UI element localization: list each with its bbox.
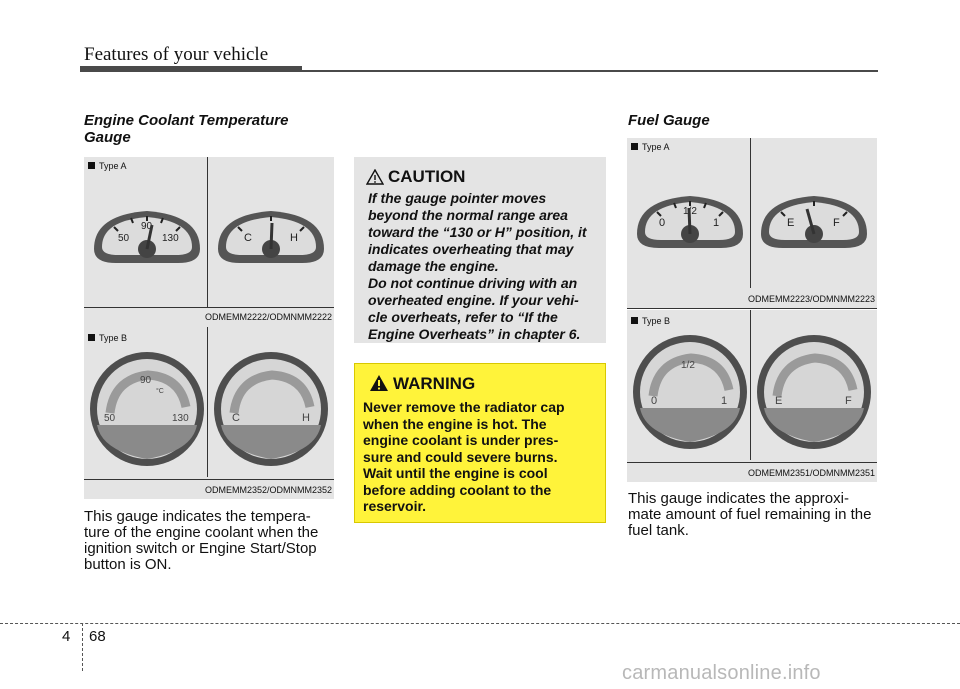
coolant-gauge-a1: 50 90 130	[94, 211, 200, 263]
coolant-type-b-panel: Type B 50 90 °C 130 C H ODMEMM2352/ODMNM…	[84, 327, 334, 499]
gauge-mark-left: C	[244, 232, 252, 244]
panel-divider	[750, 310, 751, 460]
coolant-type-b-code: ODMEMM2352/ODMNMM2352	[204, 485, 332, 495]
watermark: carmanualsonline.info	[622, 662, 821, 684]
page-section-number: 4	[62, 628, 71, 645]
gauge-mark-left: 0	[659, 217, 665, 229]
gauge-mark-right: 1	[713, 217, 719, 229]
panel-rule	[627, 462, 877, 463]
gauge-mark-right: 130	[162, 233, 179, 244]
panel-divider	[750, 138, 751, 288]
gauge-mark-right: H	[290, 232, 298, 244]
coolant-description: This gauge indicates the tempera- ture o…	[84, 508, 319, 573]
fuel-section-title: Fuel Gauge	[628, 112, 710, 129]
gauge-mark-mid: 1/2	[681, 360, 695, 371]
gauge-mark-mid: 90	[140, 375, 152, 386]
page-header-title: Features of your vehicle	[84, 44, 269, 65]
fuel-type-a-label: Type A	[631, 142, 670, 152]
footer-rule	[0, 623, 960, 624]
coolant-type-a-label: Type A	[88, 161, 127, 171]
coolant-gauge-a2: C H	[218, 211, 324, 263]
fuel-type-b-label: Type B	[631, 316, 670, 326]
header-rule-thick	[80, 66, 302, 72]
gauge-mark-right: F	[845, 395, 852, 407]
fuel-description: This gauge indicates the approxi- mate a…	[628, 490, 872, 539]
panel-rule	[627, 308, 877, 309]
fuel-type-a-panel: Type A 0 1/2 1 E F ODMEMM2223/ODMNMM2223	[627, 138, 877, 309]
warning-title: WARNING	[393, 374, 476, 393]
gauge-mark-left: E	[787, 217, 794, 229]
panel-divider	[207, 157, 208, 307]
coolant-type-a-code: ODMEMM2222/ODMNMM2222	[204, 312, 332, 322]
coolant-gauge-b1: 50 90 °C 130	[90, 352, 204, 466]
gauge-mark-left: C	[232, 412, 240, 424]
page-number: 68	[89, 628, 106, 645]
warning-box: WARNING Never remove the radiator cap wh…	[354, 363, 606, 523]
gauge-mark-right: H	[302, 412, 310, 424]
header-rule-thin	[300, 70, 878, 72]
coolant-section-title: Engine Coolant Temperature Gauge	[84, 112, 289, 146]
panel-divider	[207, 327, 208, 477]
coolant-gauge-b2: C H	[214, 352, 328, 466]
footer-divider	[82, 623, 83, 671]
gauge-mark-left: E	[775, 395, 782, 407]
gauge-mark-right: F	[833, 217, 840, 229]
gauge-mark-left: 0	[651, 395, 657, 407]
caution-paragraph-2: Do not continue driving with an overheat…	[368, 275, 581, 342]
warning-text: Never remove the radiator cap when the e…	[363, 399, 565, 514]
gauge-mark-left: 50	[118, 233, 130, 244]
caution-box: CAUTION If the gauge pointer moves beyon…	[354, 157, 606, 343]
warning-triangle-icon	[370, 375, 388, 391]
caution-title: CAUTION	[388, 167, 466, 186]
gauge-mark-left: 50	[104, 413, 116, 424]
fuel-gauge-a1: 0 1/2 1	[637, 196, 743, 248]
fuel-type-a-code: ODMEMM2223/ODMNMM2223	[747, 294, 875, 304]
fuel-gauge-a2: E F	[761, 196, 867, 248]
fuel-type-b-panel: Type B 0 1/2 1 E F ODMEMM2351/ODMNMM2351	[627, 310, 877, 482]
caution-triangle-icon	[366, 169, 384, 185]
fuel-gauge-b2: E F	[757, 335, 871, 449]
gauge-mark-mid: 90	[141, 221, 153, 232]
caution-paragraph-1: If the gauge pointer moves beyond the no…	[368, 190, 587, 274]
gauge-mark-right: 130	[172, 413, 189, 424]
panel-rule	[84, 479, 334, 480]
gauge-mark-right: 1	[721, 395, 727, 407]
coolant-type-b-label: Type B	[88, 333, 127, 343]
gauge-unit: °C	[156, 387, 164, 395]
fuel-type-b-code: ODMEMM2351/ODMNMM2351	[747, 468, 875, 478]
panel-rule	[84, 307, 334, 308]
fuel-gauge-b1: 0 1/2 1	[633, 335, 747, 449]
coolant-type-a-panel: Type A 50 90 130 C H ODMEMM2222/ODMNMM22…	[84, 157, 334, 327]
